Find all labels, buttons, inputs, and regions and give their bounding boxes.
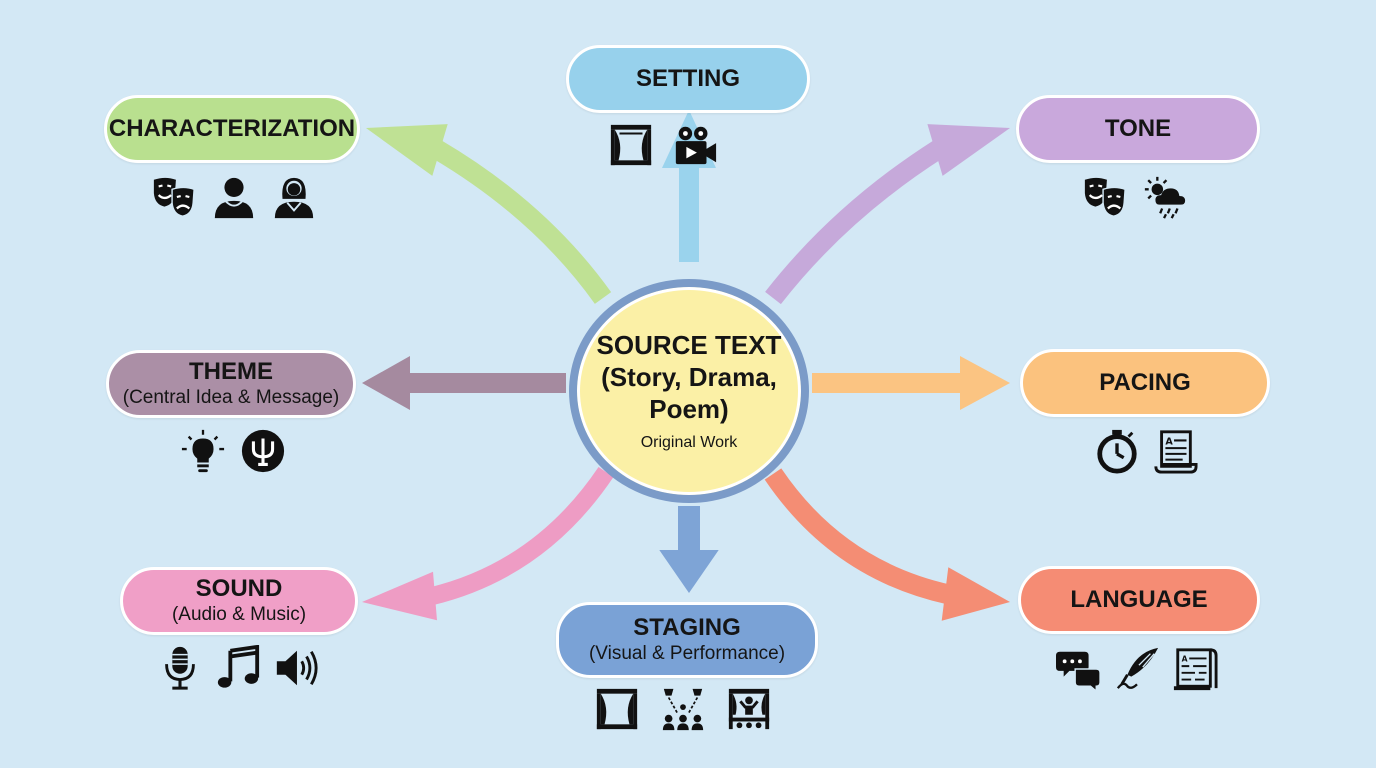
tone-icons [1082, 174, 1188, 220]
staging-subtitle: (Visual & Performance) [588, 643, 786, 665]
tone-arrow-head [927, 124, 1010, 176]
hub-title-line-1: SOURCE TEXT [596, 330, 782, 361]
setting-title: SETTING [635, 64, 740, 92]
lightbulb-icon [181, 429, 225, 473]
sun-cloud-rain-icon [1144, 176, 1186, 219]
quill-pen-icon [1116, 647, 1159, 689]
script-scroll-icon: A [1154, 430, 1198, 474]
staging-arrow [659, 506, 719, 593]
sound-node: SOUND (Audio & Music) [120, 567, 358, 635]
sound-title: SOUND [195, 574, 283, 602]
theme-arrow-head [362, 356, 410, 410]
tone-arrow [765, 124, 1010, 305]
pacing-title: PACING [1099, 368, 1191, 396]
text-scroll-icon: A [1173, 648, 1218, 691]
theme-icons [180, 428, 286, 474]
theater-masks-icon [1084, 177, 1126, 217]
theme-title: THEME [189, 357, 273, 385]
hub-title-line-2: (Story, Drama, [601, 362, 777, 393]
setting-icons [608, 122, 718, 168]
language-title: LANGUAGE [1070, 585, 1208, 613]
sound-arrow-head [362, 571, 437, 621]
characterization-icons [151, 174, 317, 220]
language-arrow [764, 468, 1010, 621]
stage-curtain-icon [596, 688, 638, 730]
stopwatch-icon [1097, 429, 1137, 474]
microphone-icon [165, 646, 195, 690]
sound-arrow [362, 466, 614, 621]
characterization-node: CHARACTERIZATION [104, 95, 360, 163]
svg-text:A: A [1182, 654, 1188, 663]
speaker-icon [276, 650, 318, 686]
speech-bubbles-icon [1056, 651, 1101, 692]
female-person-icon [274, 177, 314, 219]
performer-stage-icon [728, 688, 770, 730]
male-person-icon [214, 177, 254, 219]
pacing-arrow-head [960, 356, 1010, 410]
sound-subtitle: (Audio & Music) [171, 604, 307, 626]
language-node: LANGUAGE [1018, 566, 1260, 634]
setting-node: SETTING [566, 45, 810, 113]
theme-subtitle: (Central Idea & Message) [122, 387, 340, 409]
source-text-hub: SOURCE TEXT (Story, Drama, Poem) Origina… [569, 279, 809, 503]
characterization-arrow [366, 124, 612, 304]
theme-node: THEME (Central Idea & Message) [106, 350, 356, 418]
theme-arrow [362, 356, 566, 410]
music-notes-icon [217, 645, 260, 688]
tone-title: TONE [1104, 114, 1172, 142]
tone-node: TONE [1016, 95, 1260, 163]
language-icons: A [1056, 646, 1218, 692]
staging-icons [594, 686, 772, 732]
spotlights-audience-icon [662, 688, 704, 731]
hub-title: SOURCE TEXT (Story, Drama, Poem) [597, 330, 782, 425]
characterization-arrow-head [366, 124, 448, 176]
sound-icons [157, 645, 319, 691]
hub-title-line-3: Poem) [649, 393, 729, 424]
sound-arrow-shaft [428, 466, 614, 606]
theater-masks-icon [153, 177, 195, 217]
language-arrow-head [941, 567, 1010, 621]
video-camera-icon [675, 126, 717, 165]
pacing-node: PACING [1020, 349, 1270, 417]
pacing-icons: A [1094, 428, 1198, 474]
characterization-arrow-shaft [431, 140, 612, 304]
staging-arrow-head [659, 550, 719, 593]
language-arrow-shaft [764, 468, 952, 605]
pacing-arrow [812, 356, 1010, 410]
svg-text:A: A [1165, 436, 1173, 447]
characterization-title: CHARACTERIZATION [108, 114, 356, 142]
tone-arrow-shaft [765, 140, 945, 305]
staging-node: STAGING (Visual & Performance) [556, 602, 818, 678]
staging-title: STAGING [633, 613, 741, 641]
psi-icon [241, 429, 285, 473]
hub-subtitle: Original Work [640, 433, 738, 451]
stage-curtain-icon [610, 124, 652, 166]
